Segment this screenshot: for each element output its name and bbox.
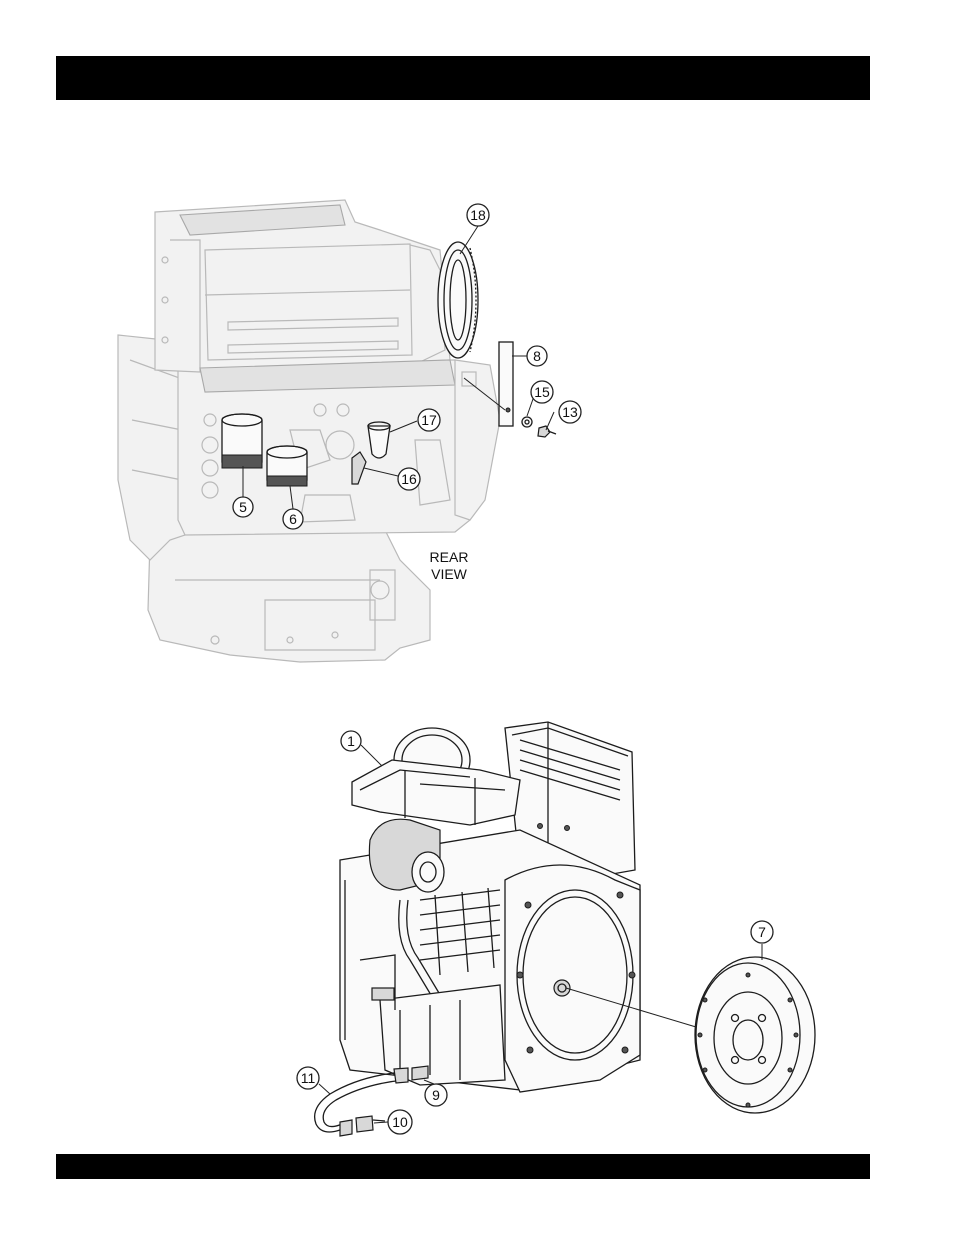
callout-7: 7 bbox=[751, 921, 773, 943]
svg-text:16: 16 bbox=[401, 471, 417, 487]
engine-illustration bbox=[340, 722, 640, 1092]
svg-text:10: 10 bbox=[392, 1114, 408, 1130]
rear-view-label-line1: REAR bbox=[430, 549, 469, 565]
svg-text:15: 15 bbox=[534, 384, 550, 400]
svg-text:13: 13 bbox=[562, 404, 578, 420]
svg-text:6: 6 bbox=[289, 511, 297, 527]
callout-8: 8 bbox=[527, 346, 547, 366]
callout-1: 1 bbox=[341, 731, 361, 751]
svg-text:17: 17 bbox=[421, 412, 437, 428]
callout-9: 9 bbox=[425, 1084, 447, 1106]
callout-6: 6 bbox=[283, 509, 303, 529]
callout-10: 10 bbox=[388, 1110, 412, 1134]
pad-part bbox=[499, 342, 513, 426]
rear-view-label-line2: VIEW bbox=[431, 566, 468, 582]
svg-text:5: 5 bbox=[239, 499, 247, 515]
callout-5: 5 bbox=[233, 497, 253, 517]
callout-17: 17 bbox=[418, 409, 440, 431]
callout-16: 16 bbox=[398, 468, 420, 490]
svg-text:9: 9 bbox=[432, 1087, 440, 1103]
callout-11: 11 bbox=[297, 1067, 319, 1089]
callout-18: 18 bbox=[467, 204, 489, 226]
callout-15: 15 bbox=[531, 381, 553, 403]
svg-text:18: 18 bbox=[470, 207, 486, 223]
hose-fitting-part bbox=[356, 1116, 385, 1132]
svg-text:7: 7 bbox=[758, 924, 766, 940]
washer-small-part bbox=[506, 408, 510, 412]
svg-text:11: 11 bbox=[301, 1070, 316, 1086]
svg-text:1: 1 bbox=[347, 733, 355, 749]
ring-gear-part bbox=[438, 242, 478, 358]
washer-part bbox=[522, 417, 532, 427]
flywheel-part bbox=[695, 957, 815, 1113]
fuel-filter-part bbox=[267, 446, 307, 486]
oil-filter-part bbox=[222, 414, 262, 468]
fuel-bowl-part bbox=[368, 422, 390, 458]
svg-text:8: 8 bbox=[533, 348, 541, 364]
callout-13: 13 bbox=[559, 401, 581, 423]
